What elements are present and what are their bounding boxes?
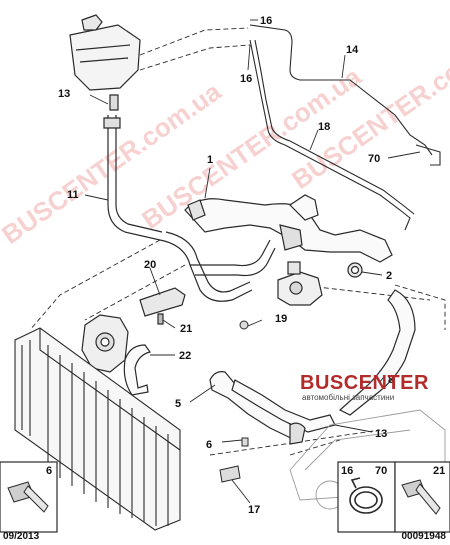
callout-2: 2: [386, 270, 392, 282]
callout-13-bottom: 13: [375, 428, 387, 440]
callout-1: 1: [207, 154, 213, 166]
hose-11: [103, 115, 163, 241]
brand-name: BUSCENTER: [300, 372, 429, 394]
inset-middle-label-a: 16: [341, 465, 353, 477]
hose-5: [209, 371, 336, 445]
hose-clamp-icon: [349, 477, 383, 514]
water-pump: [81, 287, 186, 373]
inset-right: 21: [394, 461, 450, 533]
small-fittings: [219, 320, 249, 483]
callout-70: 70: [368, 153, 380, 165]
thermostat-housing: [277, 261, 363, 306]
expansion-tank: [69, 14, 141, 111]
bolt-icon: [7, 481, 49, 513]
inset-left: 6: [0, 461, 58, 533]
callout-19: 19: [275, 313, 287, 325]
callout-6: 6: [206, 439, 212, 451]
inset-middle-label-b: 70: [375, 465, 387, 477]
brand-tagline: автомобільні запчастини: [302, 393, 395, 402]
callout-leaders: [84, 19, 421, 504]
hose-22: [123, 344, 152, 396]
date-code: 09/2013: [3, 531, 40, 542]
callout-11: 11: [67, 189, 79, 201]
diagram-code: 00091948: [401, 531, 447, 542]
callout-21: 21: [180, 323, 192, 335]
hose-1: [184, 194, 393, 263]
callout-13-top: 13: [58, 88, 70, 100]
inset-left-label: 6: [46, 465, 52, 477]
brand-logo: BUSCENTER автомобільні запчастини: [300, 372, 429, 402]
hose-lower-mid: [159, 231, 276, 302]
dashed-leaders: [29, 27, 446, 456]
callout-labels: 16 14 16 13 18 70 1 11 20 2 21 19 22 8 5…: [58, 15, 394, 516]
callout-20: 20: [144, 259, 156, 271]
callout-17: 17: [248, 504, 260, 516]
callout-14: 14: [346, 44, 359, 56]
callout-18: 18: [318, 121, 330, 133]
hose-8: [338, 289, 416, 416]
radiator: [14, 327, 181, 531]
callout-16-mid: 16: [240, 73, 252, 85]
callout-8: 8: [388, 374, 394, 386]
inset-right-label: 21: [433, 465, 445, 477]
callout-16-top: 16: [260, 15, 272, 27]
callout-5: 5: [175, 398, 181, 410]
callout-22: 22: [179, 350, 191, 362]
inset-middle: 16 70: [337, 461, 396, 533]
screw-icon: [401, 479, 441, 515]
pipes-14-18: [249, 24, 441, 231]
